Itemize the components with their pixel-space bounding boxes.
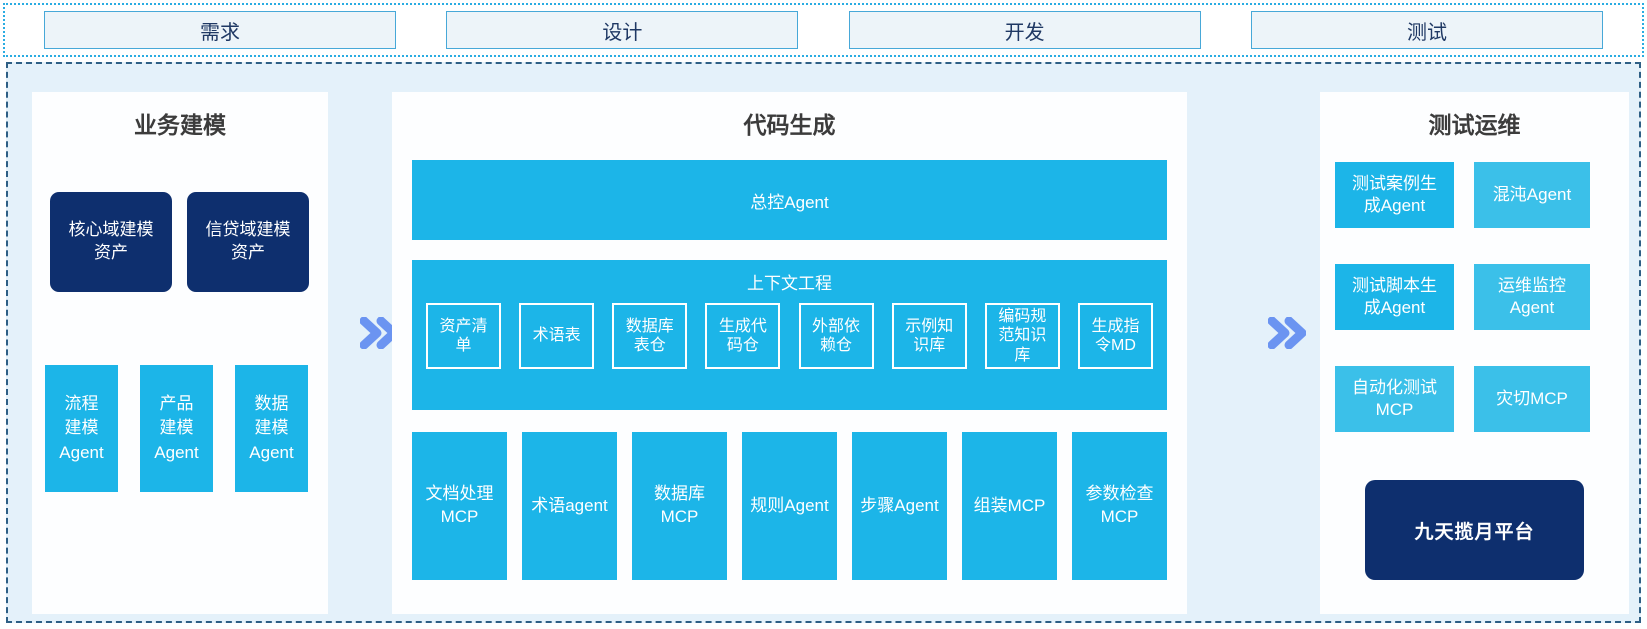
doc-processing-mcp-box: 文档处理 MCP [412,432,507,580]
context-engineering-title: 上下文工程 [747,274,832,293]
credit-domain-asset-box: 信贷域建模 资产 [187,192,309,292]
generated-code-repo-box: 生成代 码仓 [705,303,781,369]
external-dependency-repo-box: 外部依 赖仓 [798,303,874,369]
db-table-repo-box: 数据库 表仓 [612,303,688,369]
jiutian-lanyue-platform-box: 九天揽月平台 [1365,480,1584,580]
panel-code-generation: 代码生成 总控Agent 上下文工程 资产清 单 术语表 数据库 表仓 生成代 … [392,92,1187,614]
chaos-agent-box: 混沌Agent [1474,162,1590,228]
asset-list-box: 资产清 单 [426,303,501,369]
glossary-agent-box: 术语agent [522,432,617,580]
automated-test-mcp-box: 自动化测试 MCP [1335,366,1454,432]
glossary-box: 术语表 [519,303,595,369]
coding-standard-knowledge-base-box: 编码规 范知识 库 [984,303,1060,369]
test-case-gen-agent-box: 测试案例生 成Agent [1335,162,1454,228]
database-mcp-box: 数据库 MCP [632,432,727,580]
master-agent-bar: 总控Agent [412,160,1167,240]
param-check-mcp-box: 参数检查 MCP [1072,432,1167,580]
business-agent-row: 流程 建模 Agent 产品 建模 Agent 数据 建模 Agent [45,365,308,492]
test-ops-title: 测试运维 [1428,112,1521,138]
panel-test-ops: 测试运维 测试案例生 成Agent 混沌Agent 测试脚本生 成Agent 运… [1320,92,1629,614]
stage-strip: 需求 设计 开发 测试 [3,3,1644,57]
stage-requirements: 需求 [44,11,396,49]
stage-testing: 测试 [1250,11,1603,49]
product-modeling-agent-box: 产品 建模 Agent [140,365,213,492]
stage-development: 开发 [848,11,1201,49]
example-knowledge-base-box: 示例知 识库 [891,303,967,369]
panel-business-modeling: 业务建模 核心域建模 资产 信贷域建模 资产 流程 建模 Agent 产品 建模… [32,92,328,614]
stage-design: 设计 [446,11,799,49]
context-engineering-box: 上下文工程 资产清 单 术语表 数据库 表仓 生成代 码仓 外部依 赖仓 示例知… [412,260,1167,410]
business-modeling-title: 业务建模 [134,112,226,138]
mcp-agent-row: 文档处理 MCP 术语agent 数据库 MCP 规则Agent 步骤Agent… [412,432,1167,580]
rule-agent-box: 规则Agent [742,432,837,580]
step-agent-box: 步骤Agent [852,432,947,580]
business-asset-row: 核心域建模 资产 信贷域建模 资产 [50,192,309,292]
main-container: 业务建模 核心域建模 资产 信贷域建模 资产 流程 建模 Agent 产品 建模… [6,62,1641,623]
test-ops-grid: 测试案例生 成Agent 混沌Agent 测试脚本生 成Agent 运维监控 A… [1335,162,1590,432]
flow-arrow-icon [1268,317,1306,349]
process-modeling-agent-box: 流程 建模 Agent [45,365,118,492]
ops-monitoring-agent-box: 运维监控 Agent [1474,264,1590,330]
code-generation-title: 代码生成 [743,112,836,138]
test-script-gen-agent-box: 测试脚本生 成Agent [1335,264,1454,330]
generation-instruction-md-box: 生成指 令MD [1077,303,1153,369]
context-items-row: 资产清 单 术语表 数据库 表仓 生成代 码仓 外部依 赖仓 示例知 识库 编码… [412,303,1167,369]
assembly-mcp-box: 组装MCP [962,432,1057,580]
data-modeling-agent-box: 数据 建模 Agent [235,365,308,492]
core-domain-asset-box: 核心域建模 资产 [50,192,172,292]
disaster-switch-mcp-box: 灾切MCP [1474,366,1590,432]
